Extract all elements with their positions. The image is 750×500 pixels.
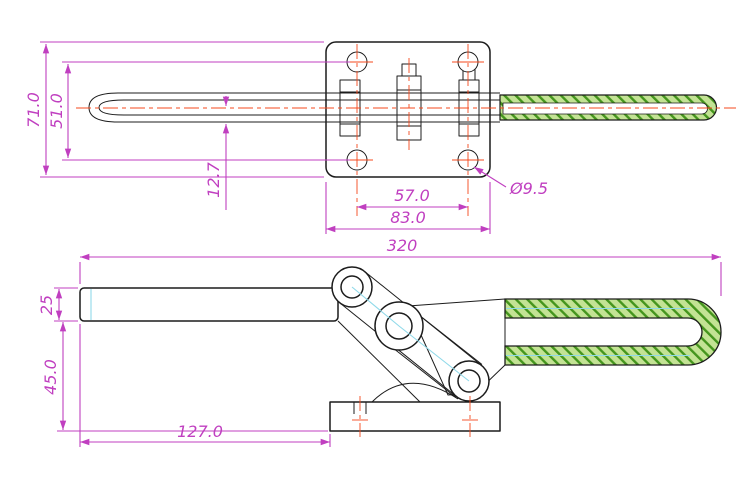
dim-label-base-length: 127.0 (177, 422, 223, 441)
clamp-arm-inner (98, 99, 500, 116)
dim-hole-spacing-horizontal: 57.0 (357, 186, 468, 211)
handle-bar (79, 287, 339, 322)
link-edge (385, 342, 457, 398)
dim-label-arm-offset: 12.7 (204, 161, 223, 197)
dim-label-hole-spacing-h: 57.0 (394, 186, 430, 205)
leader-line (473, 166, 507, 188)
bracket-cam-curve (371, 382, 459, 403)
dim-label-handle-thickness: 25 (37, 295, 56, 315)
dim-label-overall-length: 320 (387, 236, 418, 255)
mounting-plate (325, 41, 491, 178)
bracket-edge (337, 320, 421, 403)
link-edge (411, 309, 483, 365)
dim-base-length: 127.0 (79, 324, 331, 447)
dim-plate-height: 71.0 (24, 41, 324, 178)
linkage-auxline (351, 286, 470, 382)
dim-label-plate-height: 71.0 (24, 92, 43, 128)
dim-hole-diameter: Ø9.5 (473, 166, 548, 198)
spindle-arm (407, 298, 506, 396)
pivots (331, 266, 490, 402)
dim-arm-offset: 12.7 (204, 96, 230, 210)
dim-label-plate-width: 83.0 (390, 208, 426, 227)
u-spindle (504, 298, 722, 366)
side-view: 320 25 45.0 127.0 (37, 236, 722, 447)
dim-handle-thickness: 25 (37, 287, 78, 322)
mounting-base (329, 401, 501, 432)
dim-label-base-height: 45.0 (41, 359, 60, 395)
dim-base-height: 45.0 (41, 322, 328, 432)
spindle-core-top (502, 102, 708, 115)
top-view: 71.0 51.0 12.7 57.0 83.0 (24, 41, 736, 234)
dim-label-hole-diameter: Ø9.5 (509, 179, 548, 198)
dim-plate-width: 83.0 (325, 182, 491, 234)
clamp-arm-outer (88, 92, 500, 123)
dim-label-hole-spacing-v: 51.0 (47, 93, 66, 129)
dim-hole-spacing-vertical: 51.0 (47, 61, 350, 161)
dim-overall-length: 320 (79, 236, 722, 296)
